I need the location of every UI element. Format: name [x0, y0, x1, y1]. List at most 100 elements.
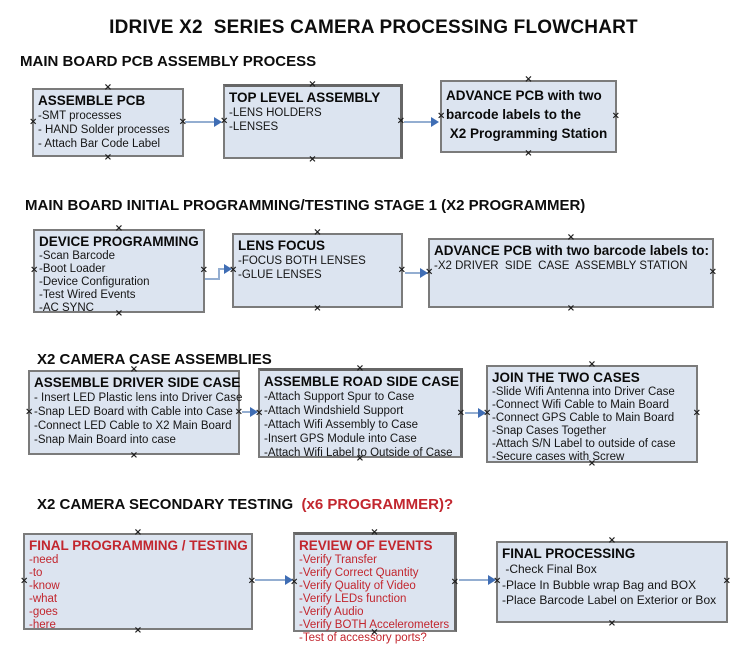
page-title: IDRIVE X2 SERIES CAMERA PROCESSING FLOWC… [109, 17, 638, 38]
flow-box-advance-pcb-programming-station: ADVANCE PCB with two barcode labels to th… [437, 75, 620, 159]
box-line: X2 Programming Station [446, 126, 608, 141]
flow-connector-elbow [218, 268, 220, 280]
box-line: -need [29, 554, 59, 566]
box-line: -Verify LEDs function [299, 593, 407, 605]
section-heading-case-assemblies: X2 CAMERA CASE ASSEMBLIES [37, 351, 272, 368]
box-line: -Insert GPS Module into Case [264, 433, 417, 445]
box-items: -SMT processes- HAND Solder processes- A… [34, 109, 182, 151]
box-line: -Attach S/N Label to outside of case [492, 438, 676, 450]
flow-arrow [405, 268, 428, 278]
section-heading-pcb-assembly: MAIN BOARD PCB ASSEMBLY PROCESS [20, 53, 317, 70]
flow-box-assemble-road-side-case: ASSEMBLE ROAD SIDE CASE -Attach Support … [255, 364, 465, 464]
box-line: -FOCUS BOTH LENSES [238, 255, 366, 267]
connection-handle-icon: × [129, 450, 139, 461]
box-title: REVIEW OF EVENTS [299, 538, 433, 553]
box-title: TOP LEVEL ASSEMBLY [229, 90, 381, 105]
box-items: -Attach Support Spur to Case -Attach Wind… [260, 390, 460, 460]
box-line: -AC SYNC [39, 302, 94, 314]
box-title: ASSEMBLE PCB [38, 93, 146, 108]
box-title: JOIN THE TWO CASES [492, 370, 640, 385]
flow-box-final-programming-testing: FINAL PROGRAMMING / TESTING -need-to-kno… [20, 528, 256, 636]
box-line: -goes [29, 606, 58, 618]
box-line: -here [29, 619, 56, 631]
box-line: barcode labels to the [446, 107, 582, 122]
connection-handle-icon: × [566, 303, 576, 314]
flow-box-assemble-driver-side-case: ASSEMBLE DRIVER SIDE CASE - Insert LED P… [25, 365, 243, 461]
box-items: -LENS HOLDERS -LENSES [225, 106, 400, 134]
box-line: -Connect LED Cable to X2 Main Board [34, 420, 232, 432]
flow-arrow [459, 575, 496, 585]
box-line: -Snap LED Board with Cable into Case [34, 406, 233, 418]
box-line: -Scan Barcode [39, 250, 116, 262]
heading-black-part: X2 CAMERA SECONDARY TESTING [37, 496, 302, 513]
box-line: -what [29, 593, 58, 605]
box-line: -Attach Windshield Support [264, 405, 404, 417]
box-items: -Scan Barcode-Boot Loader-Device Configu… [35, 250, 203, 315]
box-line: -Device Configuration [39, 276, 150, 288]
box-items: -X2 DRIVER SIDE CASE ASSEMBLY STATION [430, 259, 712, 273]
box-line: -Slide Wifi Antenna into Driver Case [492, 386, 675, 398]
flow-arrow [465, 408, 486, 418]
box-line: -Attach Wifi Assembly to Case [264, 419, 419, 431]
box-line: - HAND Solder processes [38, 124, 170, 136]
box-line: -Boot Loader [39, 263, 106, 275]
box-line: -Place In Bubble wrap Bag and BOX [502, 577, 697, 592]
box-items: -FOCUS BOTH LENSES -GLUE LENSES [234, 254, 401, 282]
flow-box-review-of-events: REVIEW OF EVENTS -Verify Transfer-Verify… [290, 528, 459, 645]
box-line: -LENSES [229, 121, 279, 133]
box-line: -Attach Wifi Label to Outside of Case [264, 447, 453, 459]
box-line: -know [29, 580, 60, 592]
heading-red-part: (x6 PROGRAMMER)? [301, 496, 454, 513]
connection-handle-icon: × [607, 618, 617, 629]
flow-arrow [185, 117, 222, 127]
connection-handle-icon: × [524, 148, 533, 159]
box-line: -to [29, 567, 43, 579]
section-heading-initial-programming: MAIN BOARD INITIAL PROGRAMMING/TESTING S… [25, 197, 586, 214]
box-line: -Attach Support Spur to Case [264, 391, 415, 403]
box-items: -Check Final Box-Place In Bubble wrap Ba… [498, 562, 726, 609]
box-title: ASSEMBLE ROAD SIDE CASE [264, 374, 460, 389]
box-title: DEVICE PROGRAMMING [39, 234, 199, 249]
flow-arrow [242, 407, 258, 417]
box-line: -Verify Quality of Video [299, 580, 416, 592]
box-line: -Test of accessory ports? [299, 632, 427, 644]
box-title-lines: ADVANCE PCB with two barcode labels to th… [442, 82, 615, 143]
box-title: FINAL PROGRAMMING / TESTING [29, 538, 248, 553]
box-line: -Connect GPS Cable to Main Board [492, 412, 675, 424]
flow-box-advance-pcb-driver-station: ADVANCE PCB with two barcode labels to: … [425, 233, 717, 314]
box-line: -Snap Main Board into case [34, 434, 176, 446]
box-line: -GLUE LENSES [238, 269, 322, 281]
box-line: -Connect Wifi Cable to Main Board [492, 399, 670, 411]
box-line: -Secure cases with Screw [492, 451, 625, 463]
flow-arrow [404, 117, 439, 127]
box-title: LENS FOCUS [238, 238, 326, 253]
box-items: -Slide Wifi Antenna into Driver Case-Con… [488, 386, 696, 464]
flow-box-join-the-two-cases: JOIN THE TWO CASES -Slide Wifi Antenna i… [483, 360, 701, 469]
box-items: -need-to-know-what-goes-here [25, 554, 251, 632]
flow-box-top-level-assembly: TOP LEVEL ASSEMBLY -LENS HOLDERS-LENSES … [220, 80, 405, 165]
flow-box-assemble-pcb: ASSEMBLE PCB -SMT processes- HAND Solder… [29, 83, 187, 163]
box-line: -Verify Transfer [299, 554, 377, 566]
box-line: -X2 DRIVER SIDE CASE ASSEMBLY STATION [434, 260, 688, 272]
connection-handle-icon: × [308, 154, 317, 165]
box-line: - Attach Bar Code Label [38, 138, 161, 150]
flow-box-final-processing: FINAL PROCESSING -Check Final Box-Place … [493, 536, 731, 629]
box-title: ADVANCE PCB with two barcode labels to: [434, 243, 710, 258]
flow-arrow [255, 575, 293, 585]
box-items: -Verify Transfer-Verify Correct Quantity… [295, 554, 454, 645]
box-line: -LENS HOLDERS [229, 107, 322, 119]
flow-box-device-programming: DEVICE PROGRAMMING -Scan Barcode-Boot Lo… [30, 224, 208, 319]
box-line: -Verify Correct Quantity [299, 567, 419, 579]
box-line: - Insert LED Plastic lens into Driver Ca… [34, 392, 243, 404]
flow-connector-elbow [205, 278, 220, 280]
box-line: -Snap Cases Together [492, 425, 607, 437]
box-line: -Verify BOTH Accelerometers [299, 619, 450, 631]
flow-arrow [218, 264, 232, 274]
flow-box-lens-focus: LENS FOCUS -FOCUS BOTH LENSES -GLUE LENSE… [229, 228, 406, 314]
box-line: ADVANCE PCB with two [446, 88, 602, 103]
box-title: ASSEMBLE DRIVER SIDE CASE [34, 375, 241, 390]
box-line: -Place Barcode Label on Exterior or Box [502, 593, 717, 607]
box-items: - Insert LED Plastic lens into Driver Ca… [30, 391, 243, 447]
box-line: -Test Wired Events [39, 289, 136, 301]
